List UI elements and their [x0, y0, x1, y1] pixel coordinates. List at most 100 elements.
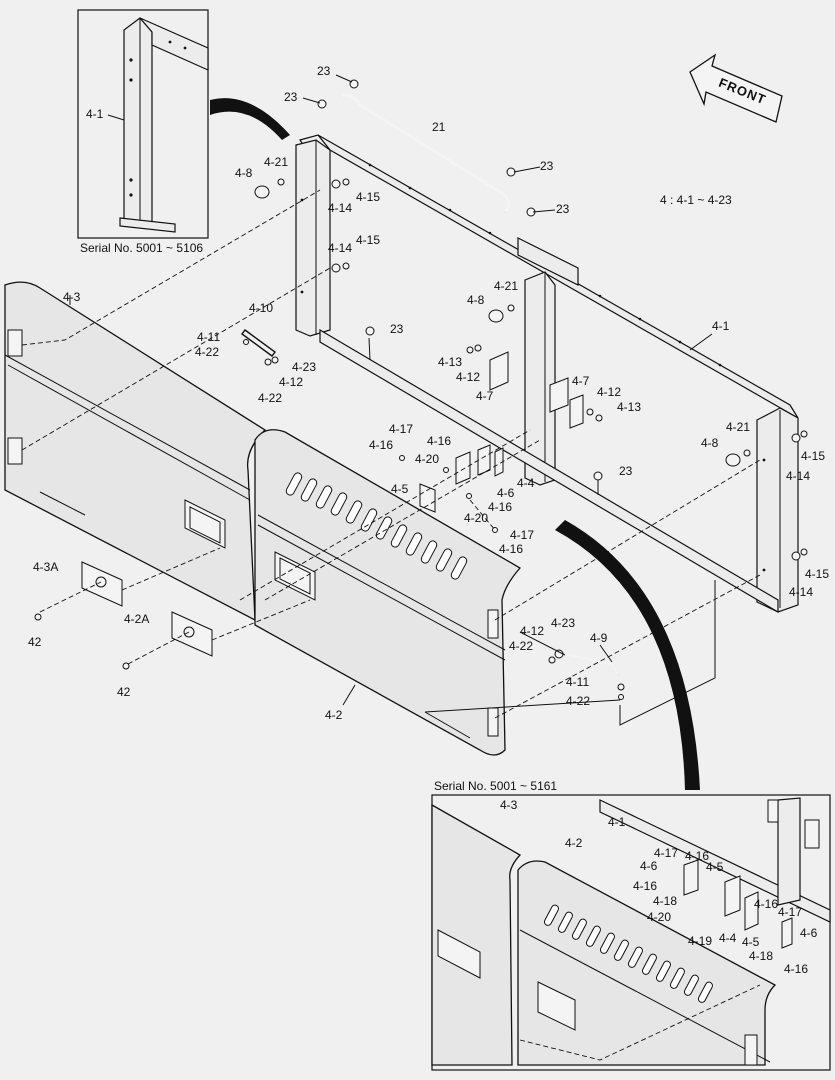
callout-label: 4-7: [572, 374, 590, 388]
callout-label: 4-14: [789, 585, 813, 599]
callout-label: 42: [117, 685, 131, 699]
callout-label: 4-15: [801, 449, 825, 463]
callout-label: 4-14: [786, 469, 810, 483]
curved-arrow-bottom: [555, 520, 700, 790]
handle-4-9: [548, 649, 625, 700]
callout-label: 4-17: [389, 422, 413, 436]
callout-label: 4-2A: [124, 612, 149, 626]
callout-label: 4-22: [509, 639, 533, 653]
callout-label: 4-17: [778, 905, 802, 919]
range-note: 4 : 4-1 ~ 4-23: [660, 193, 732, 207]
callout-label: 4-4: [517, 476, 535, 490]
callout-label: 4-23: [292, 360, 316, 374]
callout-label: 4-22: [258, 391, 282, 405]
callout-label: 4-10: [249, 301, 273, 315]
callout-label: 4-16: [369, 438, 393, 452]
callout-label: 21: [432, 120, 446, 134]
front-direction-arrow: FRONT: [689, 53, 783, 123]
callout-label: 23: [284, 90, 298, 104]
callout-label: 4-22: [566, 694, 590, 708]
left-hardware: [241, 178, 350, 366]
panel-4-2: [254, 429, 522, 756]
callout-leader-lines: [69, 74, 713, 706]
inset-top-left: Serial No. 5001 ~ 5106: [77, 9, 209, 255]
callout-label: 4-20: [415, 452, 439, 466]
callout-label: 23: [317, 64, 331, 78]
callout-label: 4-4: [719, 931, 737, 945]
callout-label: 23: [556, 202, 570, 216]
callout-label: 4-5: [706, 860, 724, 874]
callout-label: 4-15: [356, 233, 380, 247]
callout-label: 4-16: [784, 962, 808, 976]
callout-label: 4-9: [590, 631, 608, 645]
callout-label: 4-12: [279, 375, 303, 389]
callout-label: 4-6: [497, 486, 515, 500]
callout-label: 4-18: [749, 949, 773, 963]
callout-label: 4-3A: [33, 560, 58, 574]
callout-label: 23: [540, 159, 554, 173]
callout-label: 4-16: [633, 879, 657, 893]
callout-label: 4-12: [520, 624, 544, 638]
callout-label: 4-13: [438, 355, 462, 369]
callout-label: 4-3: [63, 290, 81, 304]
callout-label: 4-14: [328, 201, 352, 215]
callout-label: 42: [28, 635, 42, 649]
assembly-leaders: [21, 189, 761, 726]
callout-label: 4-15: [805, 567, 829, 581]
callout-label: 4-2: [565, 836, 583, 850]
callout-label: 4-12: [597, 385, 621, 399]
inset-louvre-slots: [543, 904, 713, 1003]
inset-bottom-right: Serial No. 5001 ~ 5161: [431, 779, 831, 1071]
callout-label: 4-19: [688, 934, 712, 948]
callout-label: 4-6: [640, 859, 658, 873]
callout-label: 4-21: [726, 420, 750, 434]
callout-label: 4-16: [685, 849, 709, 863]
callout-label: 4-22: [195, 345, 219, 359]
callout-label: 4-14: [328, 241, 352, 255]
callout-label: 4-2: [325, 708, 343, 722]
callout-label: 4-8: [467, 293, 485, 307]
main-frame: [295, 134, 799, 614]
callout-label: 4-12: [456, 370, 480, 384]
callout-label: 4-1: [608, 815, 626, 829]
callout-label: 4-11: [197, 330, 220, 344]
callout-label: 4-16: [754, 897, 778, 911]
caption-serial-5001-5106: Serial No. 5001 ~ 5106: [80, 241, 203, 255]
caption-serial-5001-5161: Serial No. 5001 ~ 5161: [434, 779, 557, 793]
callout-label: 4-21: [494, 279, 518, 293]
callout-label: 4-16: [488, 500, 512, 514]
callout-label: 4-5: [391, 482, 409, 496]
callout-label: 4-13: [617, 400, 641, 414]
callout-label: 4-8: [235, 166, 253, 180]
callout-label: 4-15: [356, 190, 380, 204]
callout-label: 4-3: [500, 798, 518, 812]
rail-holes: [300, 163, 766, 572]
callout-label: 4-6: [800, 926, 818, 940]
callout-label: 4-20: [647, 910, 671, 924]
callout-label: 4-17: [510, 528, 534, 542]
curved-arrow-top: [210, 98, 290, 140]
callout-label: 4-8: [701, 436, 719, 450]
callout-label: 4-18: [653, 894, 677, 908]
callout-label: 4-16: [427, 434, 451, 448]
callout-labels: 4-1 23 23 21 23 23 4-21 4-8 4-15 4-14 4-…: [28, 64, 829, 976]
grab-handle-21: [317, 79, 603, 481]
callout-label: 4-1: [712, 319, 730, 333]
callout-label: 4-17: [654, 846, 678, 860]
callout-label: 4-5: [742, 935, 760, 949]
callout-label: 4-11: [566, 675, 589, 689]
louvre-slots: [285, 472, 468, 580]
callout-label: 4-23: [551, 616, 575, 630]
panel-4-3: [4, 281, 267, 622]
callout-label: 4-1: [86, 107, 104, 121]
lock-plates: [34, 561, 213, 670]
callout-label: 23: [619, 464, 633, 478]
callout-label: 4-16: [499, 542, 523, 556]
callout-label: 4-20: [464, 511, 488, 525]
center-latch-hardware: [399, 304, 808, 561]
callout-label: 4-7: [476, 389, 494, 403]
callout-label: 23: [390, 322, 404, 336]
callout-label: 4-21: [264, 155, 288, 169]
